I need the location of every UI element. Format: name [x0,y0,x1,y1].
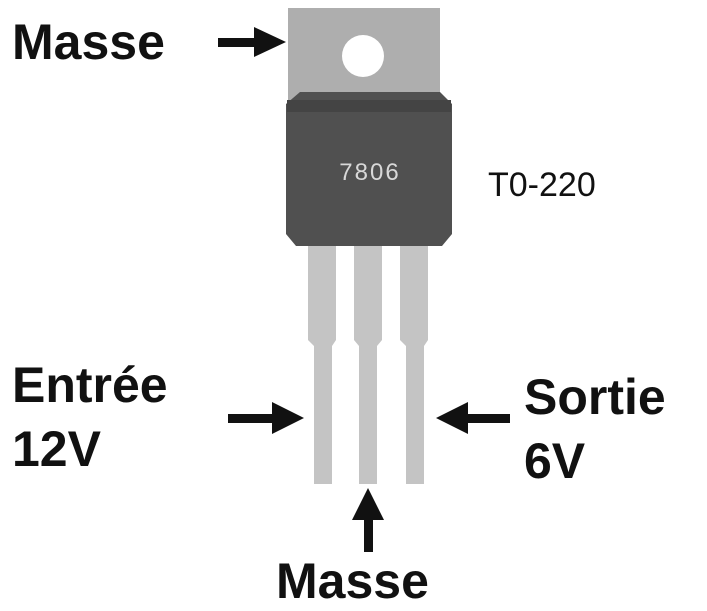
arrow-output [436,402,510,434]
label-output-name: Sortie [524,369,666,425]
regulator-body [286,92,452,246]
label-tab-ground: Masse [12,14,165,70]
pin-ground [354,246,382,484]
label-input-voltage: 12V [12,421,101,477]
label-input-name: Entrée [12,357,168,413]
arrow-input [228,402,304,434]
label-pin-ground: Masse [276,553,429,609]
arrow-tab-ground [218,27,286,57]
label-package: T0-220 [488,166,596,204]
label-output-voltage: 6V [524,433,586,489]
component-marking: 7806 [339,159,400,186]
mounting-hole [342,35,384,77]
pin-input [308,246,336,484]
arrow-pin-ground [352,488,384,552]
body-top-shade [287,100,451,112]
pin-output [400,246,428,484]
